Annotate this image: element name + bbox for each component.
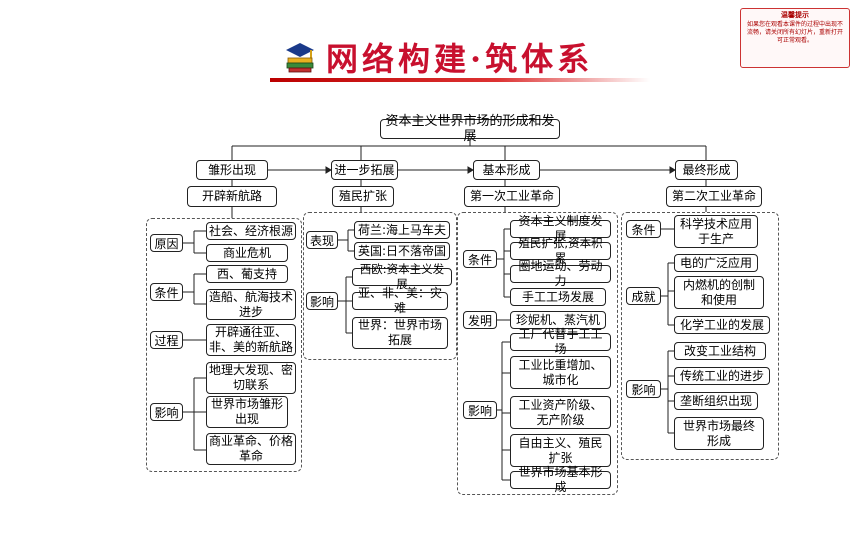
col1-yingxiang-item: 商业革命、价格 革命: [206, 433, 296, 465]
label-tiaojian-4: 条件: [626, 220, 661, 238]
col3-faming-item: 珍妮机、蒸汽机: [510, 311, 606, 329]
col3-tiaojian-item: 资本主义制度发展: [510, 214, 611, 243]
group-col3: [457, 212, 618, 495]
topic-1: 开辟新航路: [187, 186, 277, 207]
stage-4: 最终形成: [675, 160, 738, 180]
label-yingxiang-4: 影响: [626, 380, 661, 398]
book-logo-icon: [282, 38, 318, 74]
col4-yingxiang-item: 世界市场最终 形成: [674, 417, 764, 450]
col2-yingxiang-item: 世界：世界市场 拓展: [352, 317, 448, 349]
topic-4: 第二次工业革命: [666, 186, 762, 207]
col1-yuanyin-item: 社会、经济根源: [206, 222, 296, 240]
group-col4: [621, 212, 779, 460]
col3-yingxiang-item: 自由主义、殖民 扩张: [510, 434, 611, 467]
title-underline: [270, 78, 650, 82]
col3-tiaojian-item: 圈地运动、劳动力: [510, 259, 611, 288]
label-faming: 发明: [463, 311, 497, 329]
col4-chengjiu-item: 电的广泛应用: [674, 254, 758, 272]
col1-yingxiang-item: 世界市场雏形 出现: [206, 396, 288, 428]
col4-yingxiang-item: 改变工业结构: [674, 342, 766, 360]
col4-yingxiang-item: 垄断组织出现: [674, 392, 758, 410]
col3-yingxiang-item: 世界市场基本形成: [510, 465, 611, 494]
label-biaoxian: 表现: [306, 231, 338, 249]
col1-yuanyin-item: 商业危机: [206, 244, 288, 262]
label-chengjiu: 成就: [626, 287, 661, 305]
col1-tiaojian-item: 西、葡支持: [206, 265, 288, 283]
col1-tiaojian-item: 造船、航海技术 进步: [206, 289, 296, 320]
root-node: 资本主义世界市场的形成和发展: [380, 114, 560, 144]
hint-title: 温馨提示: [781, 11, 809, 19]
col4-yingxiang-item: 传统工业的进步: [674, 367, 770, 385]
topic-3: 第一次工业革命: [464, 186, 560, 207]
col2-biaoxian-item: 荷兰:海上马车夫: [354, 221, 450, 239]
col4-chengjiu-item: 化学工业的发展: [674, 316, 770, 334]
col2-yingxiang-item: 西欧:资本主义发展: [352, 262, 452, 291]
col1-guocheng-item: 开辟通往亚、 非、美的新航路: [206, 324, 296, 356]
label-yingxiang-1: 影响: [150, 403, 183, 421]
hint-box: 温馨提示 如果您在观看本课件的过程中出现不流畅，请关闭所有幻灯片，重新打开可正常…: [740, 8, 850, 68]
stage-3: 基本形成: [473, 160, 540, 180]
col3-tiaojian-item: 手工工场发展: [510, 288, 606, 306]
label-tiaojian-1: 条件: [150, 283, 183, 301]
group-col1: [146, 218, 302, 472]
col3-yingxiang-item: 工业比重增加、 城市化: [510, 356, 611, 389]
topic-2: 殖民扩张: [332, 186, 394, 207]
col1-yingxiang-item: 地理大发现、密 切联系: [206, 362, 296, 394]
col4-tiaojian-item: 科学技术应用 于生产: [674, 215, 758, 248]
col2-yingxiang-item: 亚、非、美：灾难: [352, 286, 448, 315]
hint-text: 如果您在观看本课件的过程中出现不流畅，请关闭所有幻灯片，重新打开可正常观看。: [746, 21, 843, 44]
label-yuanyin: 原因: [150, 234, 183, 252]
label-guocheng: 过程: [150, 331, 183, 349]
stage-1: 雏形出现: [196, 160, 268, 180]
label-yingxiang-2: 影响: [306, 292, 338, 310]
stage-2: 进一步拓展: [331, 160, 398, 180]
col3-yingxiang-item: 工厂代替手工工场: [510, 327, 611, 356]
group-col2: [303, 212, 457, 360]
col2-biaoxian-item: 英国:日不落帝国: [354, 242, 450, 260]
label-yingxiang-3: 影响: [463, 401, 497, 419]
col3-yingxiang-item: 工业资产阶级、 无产阶级: [510, 396, 611, 429]
page-title: 网络构建·筑体系: [326, 40, 594, 78]
col3-tiaojian-item: 殖民扩张,资本积累: [510, 236, 611, 265]
col4-chengjiu-item: 内燃机的创制 和使用: [674, 276, 764, 309]
label-tiaojian-3: 条件: [463, 250, 497, 268]
